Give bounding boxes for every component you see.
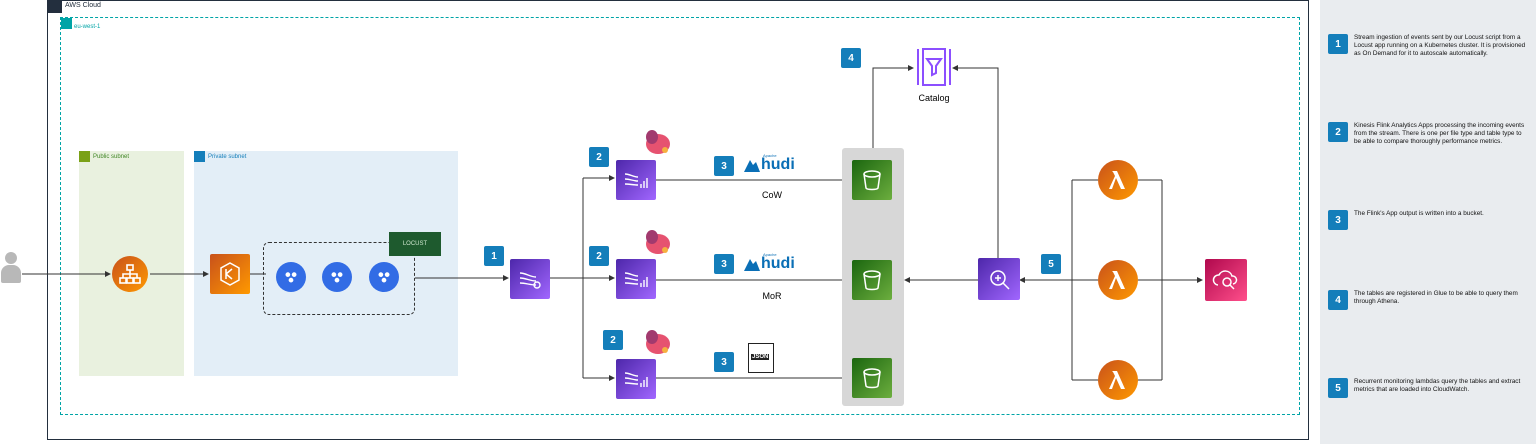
athena-icon[interactable]	[978, 258, 1020, 300]
mor-label: MoR	[762, 291, 782, 301]
hudi-logo-cow: Apache hudi	[744, 153, 804, 175]
s3-bucket-cow-icon[interactable]	[852, 160, 892, 200]
hudi-text-cow: hudi	[761, 156, 795, 173]
note-badge-2: 2	[1328, 122, 1348, 142]
flink-app-json-icon[interactable]	[616, 359, 656, 399]
badge-athena: 5	[1041, 254, 1061, 274]
kubernetes-pod-icon-2[interactable]	[322, 262, 352, 292]
badge-catalog: 4	[841, 48, 861, 68]
badge-json: 3	[714, 352, 734, 372]
note-text-4: The tables are registered in Glue to be …	[1354, 290, 1518, 305]
notes-panel: 1 Stream ingestion of events sent by our…	[1320, 0, 1536, 444]
badge-hudi-mor: 3	[714, 254, 734, 274]
flink-app-mor-icon[interactable]	[616, 259, 656, 299]
cloudwatch-icon[interactable]	[1205, 259, 1247, 301]
public-subnet-label: Public subnet	[93, 154, 130, 160]
json-file-icon: JSON	[748, 343, 774, 373]
note-text-5: Recurrent monitoring lambdas query the t…	[1354, 378, 1521, 393]
private-subnet-label: Private subnet	[208, 154, 247, 160]
hudi-logo-mor: Apache hudi	[744, 252, 804, 274]
badge-ingest: 1	[484, 246, 504, 266]
kubernetes-pod-icon-3[interactable]	[369, 262, 399, 292]
note-badge-3: 3	[1328, 210, 1348, 230]
aws-cloud-container: AWS Cloud	[47, 0, 1309, 440]
json-file-label: JSON	[751, 354, 770, 360]
s3-bucket-mor-icon[interactable]	[852, 260, 892, 300]
region-container: eu-west-1	[60, 17, 1300, 415]
note-badge-4: 4	[1328, 290, 1348, 310]
locust-logo-text: LOCUST	[402, 241, 428, 247]
kinesis-data-stream-icon[interactable]	[510, 259, 550, 299]
user-icon	[0, 252, 22, 284]
flink-squirrel-icon-cow	[641, 128, 673, 158]
badge-flink-json: 2	[603, 330, 623, 350]
region-flag-icon	[61, 18, 72, 29]
region-label: eu-west-1	[74, 24, 101, 30]
note-text-1: Stream ingestion of events sent by our L…	[1354, 34, 1526, 57]
hudi-text-mor: hudi	[761, 255, 795, 272]
public-subnet-lock-icon	[79, 151, 90, 162]
bucket-to-catalog-line	[872, 65, 914, 148]
lambda-icon-2[interactable]	[1098, 260, 1138, 300]
aws-cloud-label: AWS Cloud	[65, 2, 101, 9]
badge-flink-cow: 2	[589, 147, 609, 167]
badge-flink-mor: 2	[589, 246, 609, 266]
locust-logo: LOCUST	[389, 232, 441, 256]
note-text-3: The Flink's App output is written into a…	[1354, 210, 1484, 217]
flink-squirrel-icon-mor	[641, 228, 673, 258]
load-balancer-icon[interactable]	[112, 256, 148, 292]
badge-hudi-cow: 3	[714, 156, 734, 176]
catalog-label: Catalog	[918, 93, 950, 103]
aws-cloud-icon	[48, 1, 62, 13]
flink-app-cow-icon[interactable]	[616, 160, 656, 200]
note-badge-5: 5	[1328, 378, 1348, 398]
note-text-2: Kinesis Flink Analytics Apps processing …	[1354, 122, 1525, 145]
lambda-icon-1[interactable]	[1098, 160, 1138, 200]
kubernetes-cluster-group	[263, 242, 415, 315]
hudi-apache-text-cow: Apache	[763, 153, 777, 158]
glue-catalog-icon[interactable]	[915, 47, 953, 87]
eks-icon[interactable]	[210, 254, 250, 294]
flink-squirrel-icon-json	[641, 328, 673, 358]
athena-to-catalog-line	[952, 65, 999, 258]
cow-label: CoW	[762, 190, 782, 200]
hudi-apache-text-mor: Apache	[763, 252, 777, 257]
note-badge-1: 1	[1328, 34, 1348, 54]
private-subnet-lock-icon	[194, 151, 205, 162]
s3-bucket-json-icon[interactable]	[852, 358, 892, 398]
lambda-icon-3[interactable]	[1098, 360, 1138, 400]
kubernetes-pod-icon-1[interactable]	[276, 262, 306, 292]
